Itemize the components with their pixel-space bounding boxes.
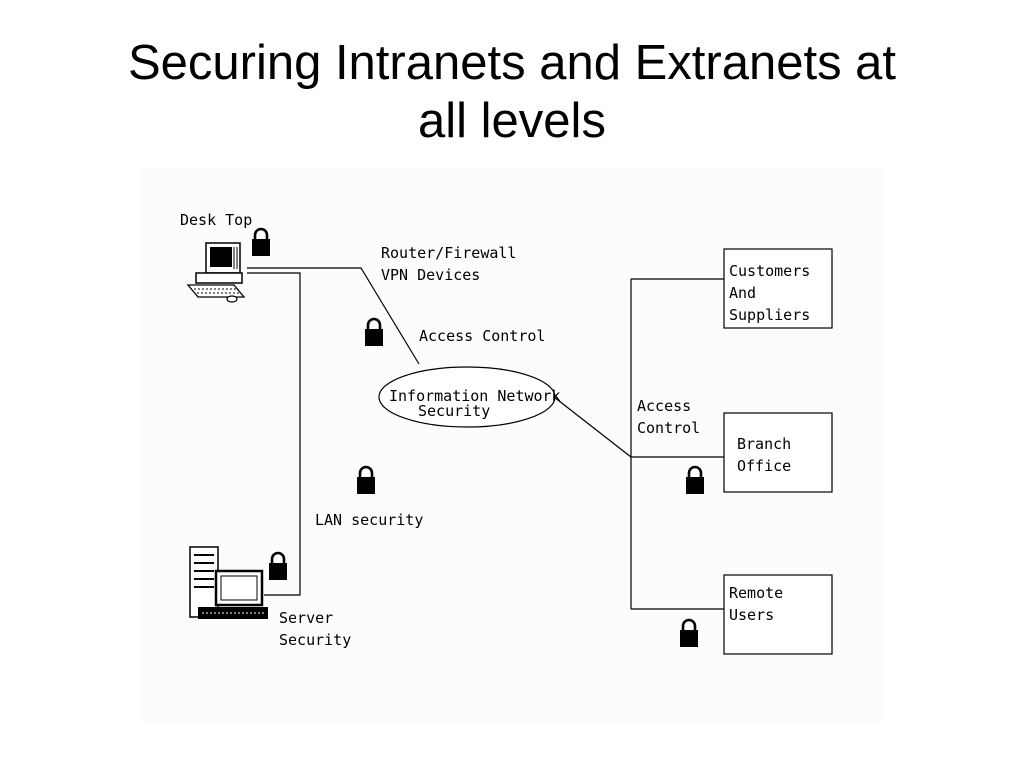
router-padlock-icon [363, 317, 385, 348]
remote-label-line1: Remote [729, 584, 783, 602]
desktop-padlock-icon [250, 227, 272, 258]
server-padlock-icon [267, 551, 289, 582]
branch-label-line2: Office [737, 457, 791, 475]
customers-label-line2: And [729, 284, 756, 302]
slide-title: Securing Intranets and Extranets at all … [40, 34, 984, 150]
desktop-computer-icon [186, 242, 246, 303]
lan-padlock-icon [355, 465, 377, 496]
customers-label-line3: Suppliers [729, 306, 810, 324]
customers-box [723, 248, 833, 329]
server-label-line2: Security [279, 631, 351, 649]
server-label-line1: Server [279, 609, 333, 627]
router-label-line1: Router/Firewall [381, 244, 516, 262]
server-computer-icon [189, 546, 268, 619]
info-network-label-line2: Security [418, 402, 490, 420]
access-control-right-label-line1: Access [637, 397, 691, 415]
slide-title-line2: all levels [418, 94, 606, 148]
branch-padlock-icon [684, 465, 706, 496]
information-network-ellipse [378, 366, 556, 428]
lan-security-label: LAN security [315, 511, 423, 529]
network-to-hub-line [553, 396, 632, 458]
connection-lines [247, 267, 724, 610]
slide-title-line1: Securing Intranets and Extranets at [127, 36, 897, 90]
desktop-to-router-line [247, 267, 420, 365]
remote-users-box [723, 574, 833, 655]
access-control-right-label-line2: Control [637, 419, 700, 437]
customers-label-line1: Customers [729, 262, 810, 280]
remote-padlock-icon [678, 618, 700, 649]
router-label-line2: VPN Devices [381, 266, 480, 284]
desktop-label: Desk Top [180, 211, 252, 229]
info-network-label-line1: Information Network [389, 387, 561, 405]
branch-office-box [723, 412, 833, 493]
access-control-top-label: Access Control [419, 327, 545, 345]
desktop-to-server-line [247, 272, 301, 596]
branch-label-line1: Branch [737, 435, 791, 453]
network-security-diagram: Desk Top Router/Firewall VPN Devices Acc… [141, 167, 883, 722]
remote-label-line2: Users [729, 606, 774, 624]
